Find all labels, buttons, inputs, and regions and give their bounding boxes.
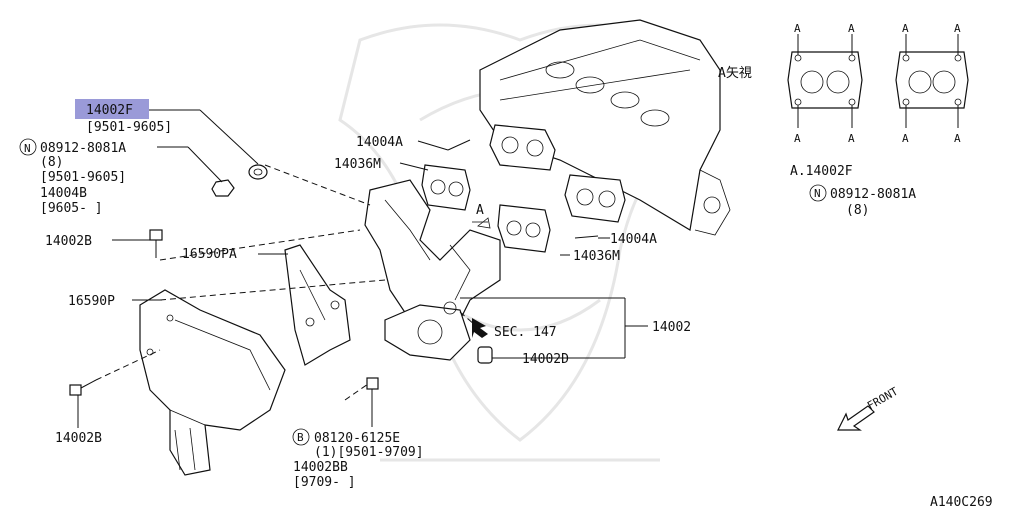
n-symbol: N (24, 142, 31, 155)
part-label-14002bb[interactable]: 14002BB (293, 460, 348, 475)
inset-a-label: A (794, 22, 801, 35)
part-label-16590p[interactable]: 16590P (68, 294, 115, 309)
part-label-14036m-right[interactable]: 14036M (573, 249, 620, 264)
highlight-14002f (75, 99, 149, 119)
n-symbol-circle (19, 138, 37, 156)
front-arrow-icon (837, 405, 875, 431)
part-label-14002f[interactable]: 14002F (86, 103, 133, 118)
inset-caption-14002f[interactable]: A.14002F (790, 164, 853, 179)
b-symbol: B (297, 431, 304, 444)
inset-gasket-right (895, 34, 969, 128)
inset-a-label: A (794, 132, 801, 145)
inset-qty: (8) (846, 203, 869, 218)
part-label-16590pa[interactable]: 16590PA (182, 247, 237, 262)
inset-gasket-left (787, 34, 863, 128)
part-range-14002f: [9501-9605] (86, 120, 172, 135)
part-label-14002b-bottom[interactable]: 14002B (55, 431, 102, 446)
b-symbol-circle (292, 428, 310, 446)
view-a-callout: A (476, 203, 484, 218)
exhaust-manifold-drawing (364, 179, 501, 361)
bolt-14002b-bottom (69, 379, 97, 396)
inset-n-symbol: N (814, 187, 821, 200)
leader-lines (77, 109, 648, 428)
part-range-08912: [9501-9605] (40, 170, 126, 185)
part-qty-08120: (1)[9501-9709] (314, 445, 424, 460)
part-label-14002d[interactable]: 14002D (522, 352, 569, 367)
part-label-08912-8081a[interactable]: 08912-8081A (40, 141, 126, 156)
part-label-14004b[interactable]: 14004B (40, 186, 87, 201)
part-label-14004a-right[interactable]: 14004A (610, 232, 657, 247)
bolt-08120 (366, 377, 379, 410)
inset-a-label: A (848, 22, 855, 35)
sec147-arrow-icon (472, 318, 488, 338)
plug-14002d (477, 346, 493, 364)
heat-insulator-16590pa (284, 244, 351, 366)
front-label: FRONT (865, 385, 901, 413)
manifold-gaskets (421, 124, 626, 253)
part-label-14002b-top[interactable]: 14002B (45, 234, 92, 249)
inset-n-symbol-circle (809, 184, 827, 202)
part-range-14002bb: [9709- ] (293, 475, 356, 490)
inset-part-08912-8081a[interactable]: 08912-8081A (830, 187, 916, 202)
view-a-title: A矢視 (718, 66, 752, 81)
part-range-14004b: [9605- ] (40, 201, 103, 216)
inset-a-label: A (954, 132, 961, 145)
nut-washer-parts (211, 164, 268, 197)
inset-a-label: A (902, 132, 909, 145)
part-qty-08912: (8) (40, 155, 63, 170)
figure-code: A140C269 (930, 495, 993, 510)
part-label-08120-6125e[interactable]: 08120-6125E (314, 431, 400, 446)
inset-a-label: A (954, 22, 961, 35)
view-a-arrow-icon (472, 217, 491, 229)
inset-a-label: A (848, 132, 855, 145)
part-label-14004a-top[interactable]: 14004A (356, 135, 403, 150)
part-label-14036m-top[interactable]: 14036M (334, 157, 381, 172)
stud-14004a (447, 139, 599, 239)
heat-insulator-16590p (139, 289, 286, 476)
inset-a-label: A (902, 22, 909, 35)
part-label-14002[interactable]: 14002 (652, 320, 691, 335)
section-ref-147[interactable]: SEC. 147 (494, 325, 557, 340)
bolt-14002b-top (149, 229, 163, 258)
